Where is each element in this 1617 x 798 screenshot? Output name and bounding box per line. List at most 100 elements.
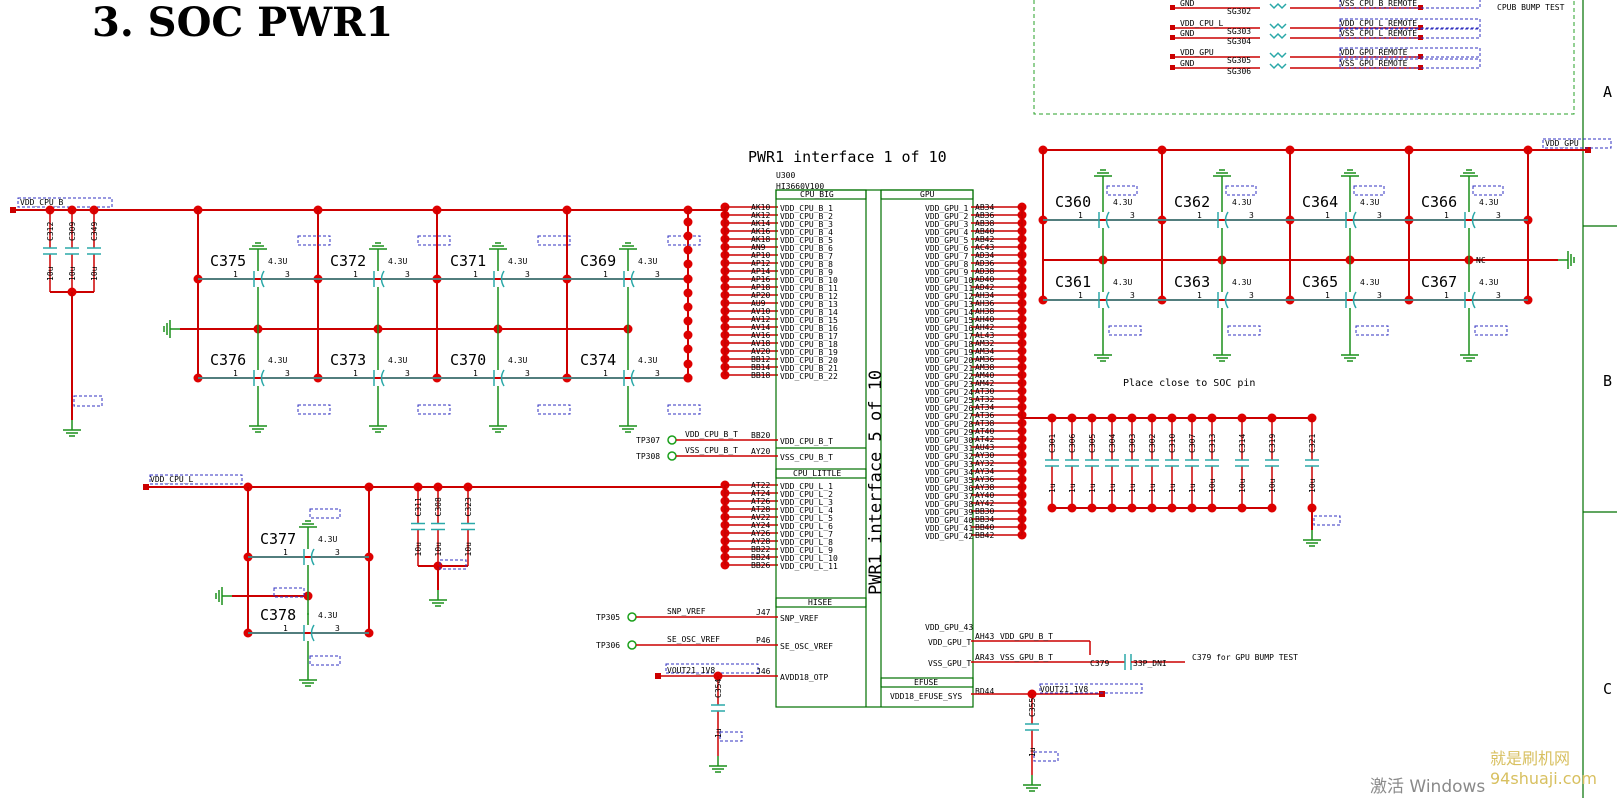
capacitor-value: 4.3U	[1479, 198, 1498, 207]
ball-label: AK16	[751, 227, 770, 236]
test-point	[667, 451, 677, 461]
capacitor-pin-number: 1	[233, 270, 238, 279]
capacitor-ref: C364	[1302, 193, 1338, 211]
ball-label: AL43	[975, 331, 994, 340]
capacitor-value: 4.3U	[268, 257, 287, 266]
capacitor-plate	[630, 369, 635, 387]
capacitor-plate	[260, 369, 265, 387]
ball-label: AY36	[975, 475, 994, 484]
ball-label: BD44	[975, 687, 994, 696]
capacitor-plate	[380, 369, 385, 387]
pin-label: VDD_CPU_L_5	[780, 514, 833, 523]
capacitor-pin-number: 1	[603, 369, 608, 378]
capacitor-ref: C360	[1055, 193, 1091, 211]
net-port	[1585, 147, 1591, 153]
capacitor-pin-number: 1	[473, 270, 478, 279]
net-label-vdd-cpu-b: VDD_CPU_B	[20, 198, 64, 207]
ball-label: AP14	[751, 267, 770, 276]
ball-label: AT26	[751, 497, 770, 506]
net-port	[1170, 35, 1175, 40]
junction-dot	[683, 330, 693, 340]
capacitor-pin-number: 1	[1325, 211, 1330, 220]
junction-dot	[683, 316, 693, 326]
capacitor-ref: C305	[1088, 434, 1097, 453]
capacitor-value: 4.3U	[1232, 198, 1251, 207]
pin-label: VDD_GPU_31	[925, 444, 973, 453]
capacitor-value: 4.3U	[388, 356, 407, 365]
pin-label: VDD_GPU_37	[925, 492, 973, 501]
bump-test-frame	[1033, 0, 1575, 115]
capacitor-ref: C301	[1048, 434, 1057, 453]
pin-label: VDD_CPU_B_3	[780, 220, 833, 229]
capacitor-pin-number: 3	[1130, 291, 1135, 300]
net-label: SE_OSC_VREF	[667, 635, 720, 644]
pin-label: VDD_CPU_L_4	[780, 506, 833, 515]
capacitor-pin-number: 1	[1444, 211, 1449, 220]
zone-label-b: B	[1603, 372, 1612, 390]
ball-label: BB14	[751, 363, 770, 372]
capacitor-value: 1u	[1188, 483, 1197, 493]
ball-label: AM40	[975, 371, 994, 380]
junction-dot	[1167, 503, 1177, 513]
value-placeholder	[297, 404, 331, 415]
capacitor-plate	[500, 369, 505, 387]
capacitor-ref: C302	[1148, 434, 1157, 453]
ball-label: BB30	[975, 507, 994, 516]
ball-label: AT30	[975, 387, 994, 396]
ball-label: AB34	[975, 203, 994, 212]
ball-label: AH38	[975, 307, 994, 316]
ball-label: AB36	[975, 211, 994, 220]
capacitor-value: 1u	[1108, 483, 1117, 493]
capacitor-ref: C314	[1238, 434, 1247, 453]
section-header	[775, 189, 867, 200]
ball-label: AY34	[975, 467, 994, 476]
bump-net-right: VSS_CPU_B_REMOTE	[1340, 0, 1417, 8]
value-placeholder	[719, 731, 743, 742]
ball-label: AY38	[975, 483, 994, 492]
pin-label: VDD_GPU_28	[925, 420, 973, 429]
ball-label: AB38	[975, 219, 994, 228]
section-hisee: HISEE	[808, 598, 832, 607]
ball-label: AP20	[751, 291, 770, 300]
ball-label: J47	[756, 608, 771, 617]
capacitor-value: 4.3U	[508, 257, 527, 266]
sg-symbol	[1269, 62, 1287, 70]
capacitor-ref: C363	[1174, 273, 1210, 291]
capacitor-ref: C367	[1421, 273, 1457, 291]
value-placeholder	[1353, 185, 1385, 196]
ball-label: AV22	[751, 513, 770, 522]
capacitor-ref: C361	[1055, 273, 1091, 291]
pin-label: VDD_GPU_8	[925, 260, 969, 269]
page-title: 3. SOC PWR1	[92, 0, 393, 46]
junction-dot	[683, 344, 693, 354]
capacitor-ref: C304	[1108, 434, 1117, 453]
test-point	[667, 435, 677, 445]
net-label: VDD_CPU_B_T	[685, 430, 738, 439]
pin-label: VDD_CPU_B_8	[780, 260, 833, 269]
capacitor-pin-number: 1	[1325, 291, 1330, 300]
net-port	[1418, 65, 1423, 70]
capacitor-ref: C362	[1174, 193, 1210, 211]
ball-label: AT24	[751, 489, 770, 498]
value-placeholder	[273, 587, 305, 598]
bump-net-left: VDD_CPU_L	[1180, 19, 1224, 28]
capacitor-ref: C308	[434, 497, 443, 516]
pin-label: VDD_CPU_B_4	[780, 228, 833, 237]
capacitor-value: 4.3U	[1360, 198, 1379, 207]
capacitor-plate	[1471, 211, 1476, 229]
bump-test-note: CPUB BUMP TEST	[1497, 3, 1565, 12]
pin-label: VDD_CPU_L_1	[780, 482, 833, 491]
capacitor-plate	[380, 270, 385, 288]
bump-ref: SG305	[1227, 56, 1251, 65]
ball-label: AT28	[751, 505, 770, 514]
value-placeholder	[665, 663, 759, 674]
capacitor-pin-number: 3	[1249, 211, 1254, 220]
junction-dot	[683, 359, 693, 369]
ball-label: AK12	[751, 211, 770, 220]
capacitor-pin-number: 3	[405, 369, 410, 378]
capacitor-value: 10u	[90, 266, 99, 281]
ball-label: AT32	[975, 395, 994, 404]
sg-symbol	[1269, 32, 1287, 40]
pin-label: VDD_GPU_21	[925, 364, 973, 373]
